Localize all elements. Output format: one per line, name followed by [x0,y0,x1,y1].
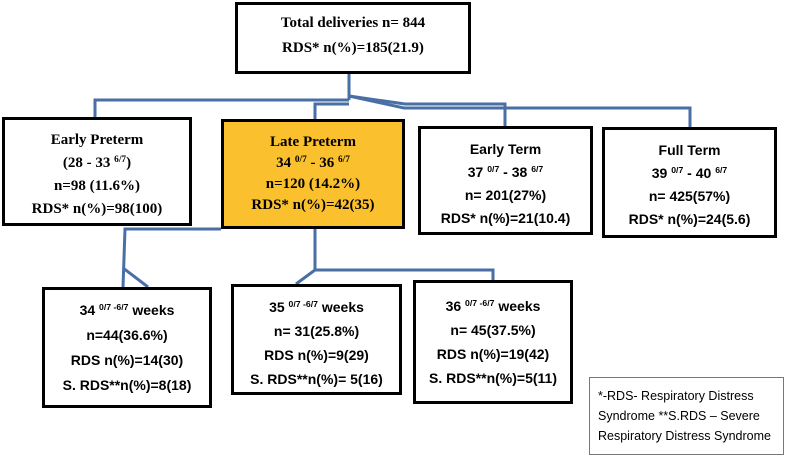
weeks-34-title: 34 0/7 -6/7 weeks [79,302,175,318]
weeks-34-srds: S. RDS**n(%)=8(18) [62,377,192,393]
root-branch-eterm [348,94,507,126]
total-deliveries-box: Total deliveries n= 844 RDS* n(%)=185(21… [235,2,471,74]
legend-line-1: *-RDS- Respiratory Distress [598,389,754,403]
weeks-34-rds: RDS n(%)=14(30) [70,352,184,368]
late-preterm-rds: RDS* n(%)=42(35) [251,197,375,213]
early-term-box: Early Term 37 0/7 - 38 6/7 n= 201(27%) R… [418,126,593,235]
weeks-36-title: 36 0/7 -6/7 weeks [445,298,541,314]
early-term-range: 37 0/7 - 38 6/7 [467,164,544,180]
weeks-36-rds: RDS n(%)=19(42) [436,346,550,362]
full-term-rds: RDS* n(%)=24(5.6) [628,211,751,227]
early-preterm-box: Early Preterm (28 - 33 6/7) n=98 (11.6%)… [2,117,192,226]
early-preterm-range: (28 - 33 6/7) [62,154,132,171]
weeks-36-count: n= 45(37.5%) [450,322,536,338]
root-branch-left [93,98,349,117]
early-preterm-rds: RDS* n(%)=98(100) [31,201,163,217]
root-branch-late [313,102,349,119]
root-branch-full [348,94,692,127]
weeks-35-box: 35 0/7 -6/7 weeks n= 31(25.8%) RDS n(%)=… [231,284,402,395]
late-to-34-diag [122,266,149,289]
full-term-range: 39 0/7 - 40 6/7 [651,165,728,181]
weeks-35-count: n= 31(25.8%) [273,323,360,339]
early-preterm-count: n=98 (11.6%) [53,178,141,194]
early-term-count: n= 201(27%) [464,187,547,203]
legend-line-3: Respiratory Distress Syndrome [598,429,771,443]
full-term-count: n= 425(57%) [648,188,731,204]
weeks-35-rds: RDS n(%)=9(29) [264,347,369,363]
late-preterm-range: 34 0/7 - 36 6/7 [276,154,350,171]
total-rds-label: RDS* n(%)=185(21.9) [282,40,424,56]
full-term-title: Full Term [658,142,721,158]
total-deliveries-label: Total deliveries n= 844 [280,15,426,31]
legend-box: *-RDS- Respiratory Distress Syndrome **S… [589,377,784,455]
weeks-35-srds: S. RDS**n(%)= 5(16) [250,371,383,387]
legend-line-2: Syndrome **S.RDS – Severe [598,409,760,423]
weeks-34-box: 34 0/7 -6/7 weeks n=44(36.6%) RDS n(%)=1… [42,287,212,408]
weeks-35-title: 35 0/7 -6/7 weeks [269,299,364,315]
early-term-title: Early Term [469,141,542,157]
early-term-rds: RDS* n(%)=21(10.4) [440,210,571,226]
late-preterm-title: Late Preterm [270,134,356,150]
late-to-35 [295,268,316,286]
early-preterm-title: Early Preterm [50,132,144,148]
weeks-36-srds: S. RDS**n(%)=5(11) [429,370,557,386]
late-preterm-count: n=120 (14.2%) [265,176,361,192]
full-term-box: Full Term 39 0/7 - 40 6/7 n= 425(57%) RD… [602,127,777,238]
late-preterm-box: Late Preterm 34 0/7 - 36 6/7 n=120 (14.2… [221,119,405,229]
weeks-34-count: n=44(36.6%) [86,327,168,343]
weeks-36-box: 36 0/7 -6/7 weeks n= 45(37.5%) RDS n(%)=… [413,280,573,404]
late-to-36 [315,268,495,280]
